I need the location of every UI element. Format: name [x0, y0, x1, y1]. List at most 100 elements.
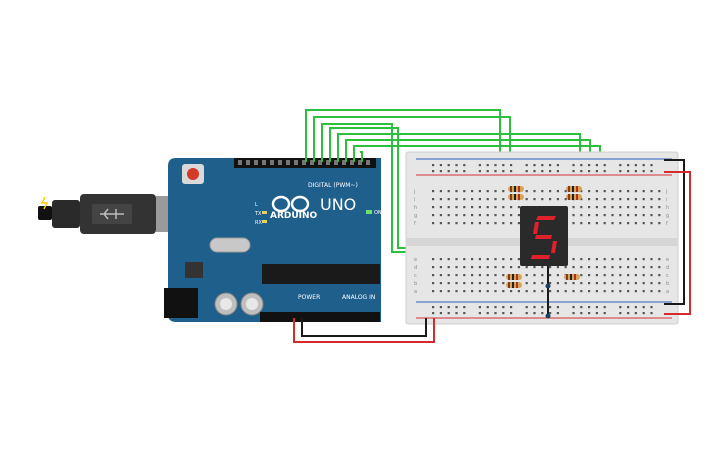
- breadboard-hole[interactable]: [595, 282, 598, 285]
- breadboard-hole[interactable]: [471, 258, 474, 261]
- breadboard-hole[interactable]: [580, 222, 583, 225]
- breadboard-hole[interactable]: [634, 214, 637, 217]
- rail-hole[interactable]: [549, 170, 552, 173]
- breadboard-hole[interactable]: [634, 222, 637, 225]
- breadboard-hole[interactable]: [627, 190, 630, 193]
- breadboard-hole[interactable]: [564, 266, 567, 269]
- breadboard-hole[interactable]: [603, 222, 606, 225]
- breadboard-hole[interactable]: [658, 190, 661, 193]
- breadboard-hole[interactable]: [588, 222, 591, 225]
- rail-hole[interactable]: [510, 164, 513, 167]
- breadboard-hole[interactable]: [439, 266, 442, 269]
- breadboard-hole[interactable]: [502, 222, 505, 225]
- breadboard-hole[interactable]: [564, 290, 567, 293]
- breadboard-hole[interactable]: [642, 222, 645, 225]
- breadboard-hole[interactable]: [627, 282, 630, 285]
- breadboard-hole[interactable]: [455, 258, 458, 261]
- rail-hole[interactable]: [541, 312, 544, 315]
- breadboard-hole[interactable]: [650, 222, 653, 225]
- rail-hole[interactable]: [510, 170, 513, 173]
- breadboard-hole[interactable]: [447, 214, 450, 217]
- rail-hole[interactable]: [502, 170, 505, 173]
- breadboard-hole[interactable]: [595, 258, 598, 261]
- rail-hole[interactable]: [619, 306, 622, 309]
- rail-hole[interactable]: [556, 306, 559, 309]
- breadboard-hole[interactable]: [595, 222, 598, 225]
- rail-hole[interactable]: [627, 170, 630, 173]
- breadboard-hole[interactable]: [432, 290, 435, 293]
- breadboard-hole[interactable]: [455, 198, 458, 201]
- rail-hole[interactable]: [572, 312, 575, 315]
- rail-hole[interactable]: [642, 164, 645, 167]
- breadboard-hole[interactable]: [642, 290, 645, 293]
- rail-hole[interactable]: [502, 164, 505, 167]
- breadboard-hole[interactable]: [486, 214, 489, 217]
- rail-hole[interactable]: [650, 164, 653, 167]
- breadboard-hole[interactable]: [502, 290, 505, 293]
- power-wires[interactable]: [293, 159, 691, 343]
- rail-hole[interactable]: [634, 312, 637, 315]
- breadboard-hole[interactable]: [611, 206, 614, 209]
- breadboard-hole[interactable]: [619, 258, 622, 261]
- rail-hole[interactable]: [463, 312, 466, 315]
- breadboard-hole[interactable]: [572, 266, 575, 269]
- breadboard-hole[interactable]: [432, 258, 435, 261]
- rail-hole[interactable]: [447, 306, 450, 309]
- rail-hole[interactable]: [478, 306, 481, 309]
- breadboard-hole[interactable]: [478, 222, 481, 225]
- breadboard-hole[interactable]: [471, 274, 474, 277]
- breadboard-hole[interactable]: [541, 290, 544, 293]
- breadboard-hole[interactable]: [447, 222, 450, 225]
- breadboard-hole[interactable]: [517, 206, 520, 209]
- breadboard-hole[interactable]: [650, 214, 653, 217]
- breadboard-hole[interactable]: [580, 258, 583, 261]
- breadboard-hole[interactable]: [463, 222, 466, 225]
- breadboard-hole[interactable]: [619, 198, 622, 201]
- breadboard-hole[interactable]: [494, 258, 497, 261]
- rail-hole[interactable]: [533, 312, 536, 315]
- rail-hole[interactable]: [541, 164, 544, 167]
- rail-hole[interactable]: [510, 312, 513, 315]
- breadboard-hole[interactable]: [658, 198, 661, 201]
- breadboard-hole[interactable]: [549, 282, 552, 285]
- rail-hole[interactable]: [478, 164, 481, 167]
- breadboard-hole[interactable]: [611, 274, 614, 277]
- breadboard-hole[interactable]: [447, 198, 450, 201]
- rail-hole[interactable]: [455, 164, 458, 167]
- rail-hole[interactable]: [439, 164, 442, 167]
- breadboard-hole[interactable]: [595, 198, 598, 201]
- breadboard-hole[interactable]: [463, 290, 466, 293]
- breadboard-hole[interactable]: [549, 198, 552, 201]
- breadboard-hole[interactable]: [572, 290, 575, 293]
- rail-hole[interactable]: [572, 164, 575, 167]
- rail-hole[interactable]: [627, 164, 630, 167]
- rail-hole[interactable]: [588, 164, 591, 167]
- breadboard-hole[interactable]: [494, 222, 497, 225]
- breadboard-hole[interactable]: [455, 222, 458, 225]
- breadboard-hole[interactable]: [564, 190, 567, 193]
- breadboard-hole[interactable]: [517, 214, 520, 217]
- breadboard-hole[interactable]: [541, 274, 544, 277]
- breadboard-hole[interactable]: [611, 258, 614, 261]
- breadboard-hole[interactable]: [432, 282, 435, 285]
- breadboard-hole[interactable]: [588, 214, 591, 217]
- breadboard-hole[interactable]: [580, 290, 583, 293]
- rail-hole[interactable]: [525, 164, 528, 167]
- breadboard-hole[interactable]: [455, 214, 458, 217]
- rail-hole[interactable]: [650, 170, 653, 173]
- breadboard-hole[interactable]: [447, 266, 450, 269]
- breadboard-hole[interactable]: [502, 206, 505, 209]
- breadboard-hole[interactable]: [439, 198, 442, 201]
- rail-hole[interactable]: [432, 164, 435, 167]
- breadboard-hole[interactable]: [650, 190, 653, 193]
- power-analog-header[interactable]: [260, 312, 380, 322]
- rail-hole[interactable]: [627, 306, 630, 309]
- breadboard-hole[interactable]: [627, 258, 630, 261]
- breadboard-hole[interactable]: [595, 290, 598, 293]
- breadboard-hole[interactable]: [439, 190, 442, 193]
- breadboard-hole[interactable]: [502, 282, 505, 285]
- breadboard-hole[interactable]: [650, 258, 653, 261]
- rail-hole[interactable]: [432, 306, 435, 309]
- breadboard-hole[interactable]: [447, 282, 450, 285]
- breadboard-hole[interactable]: [650, 206, 653, 209]
